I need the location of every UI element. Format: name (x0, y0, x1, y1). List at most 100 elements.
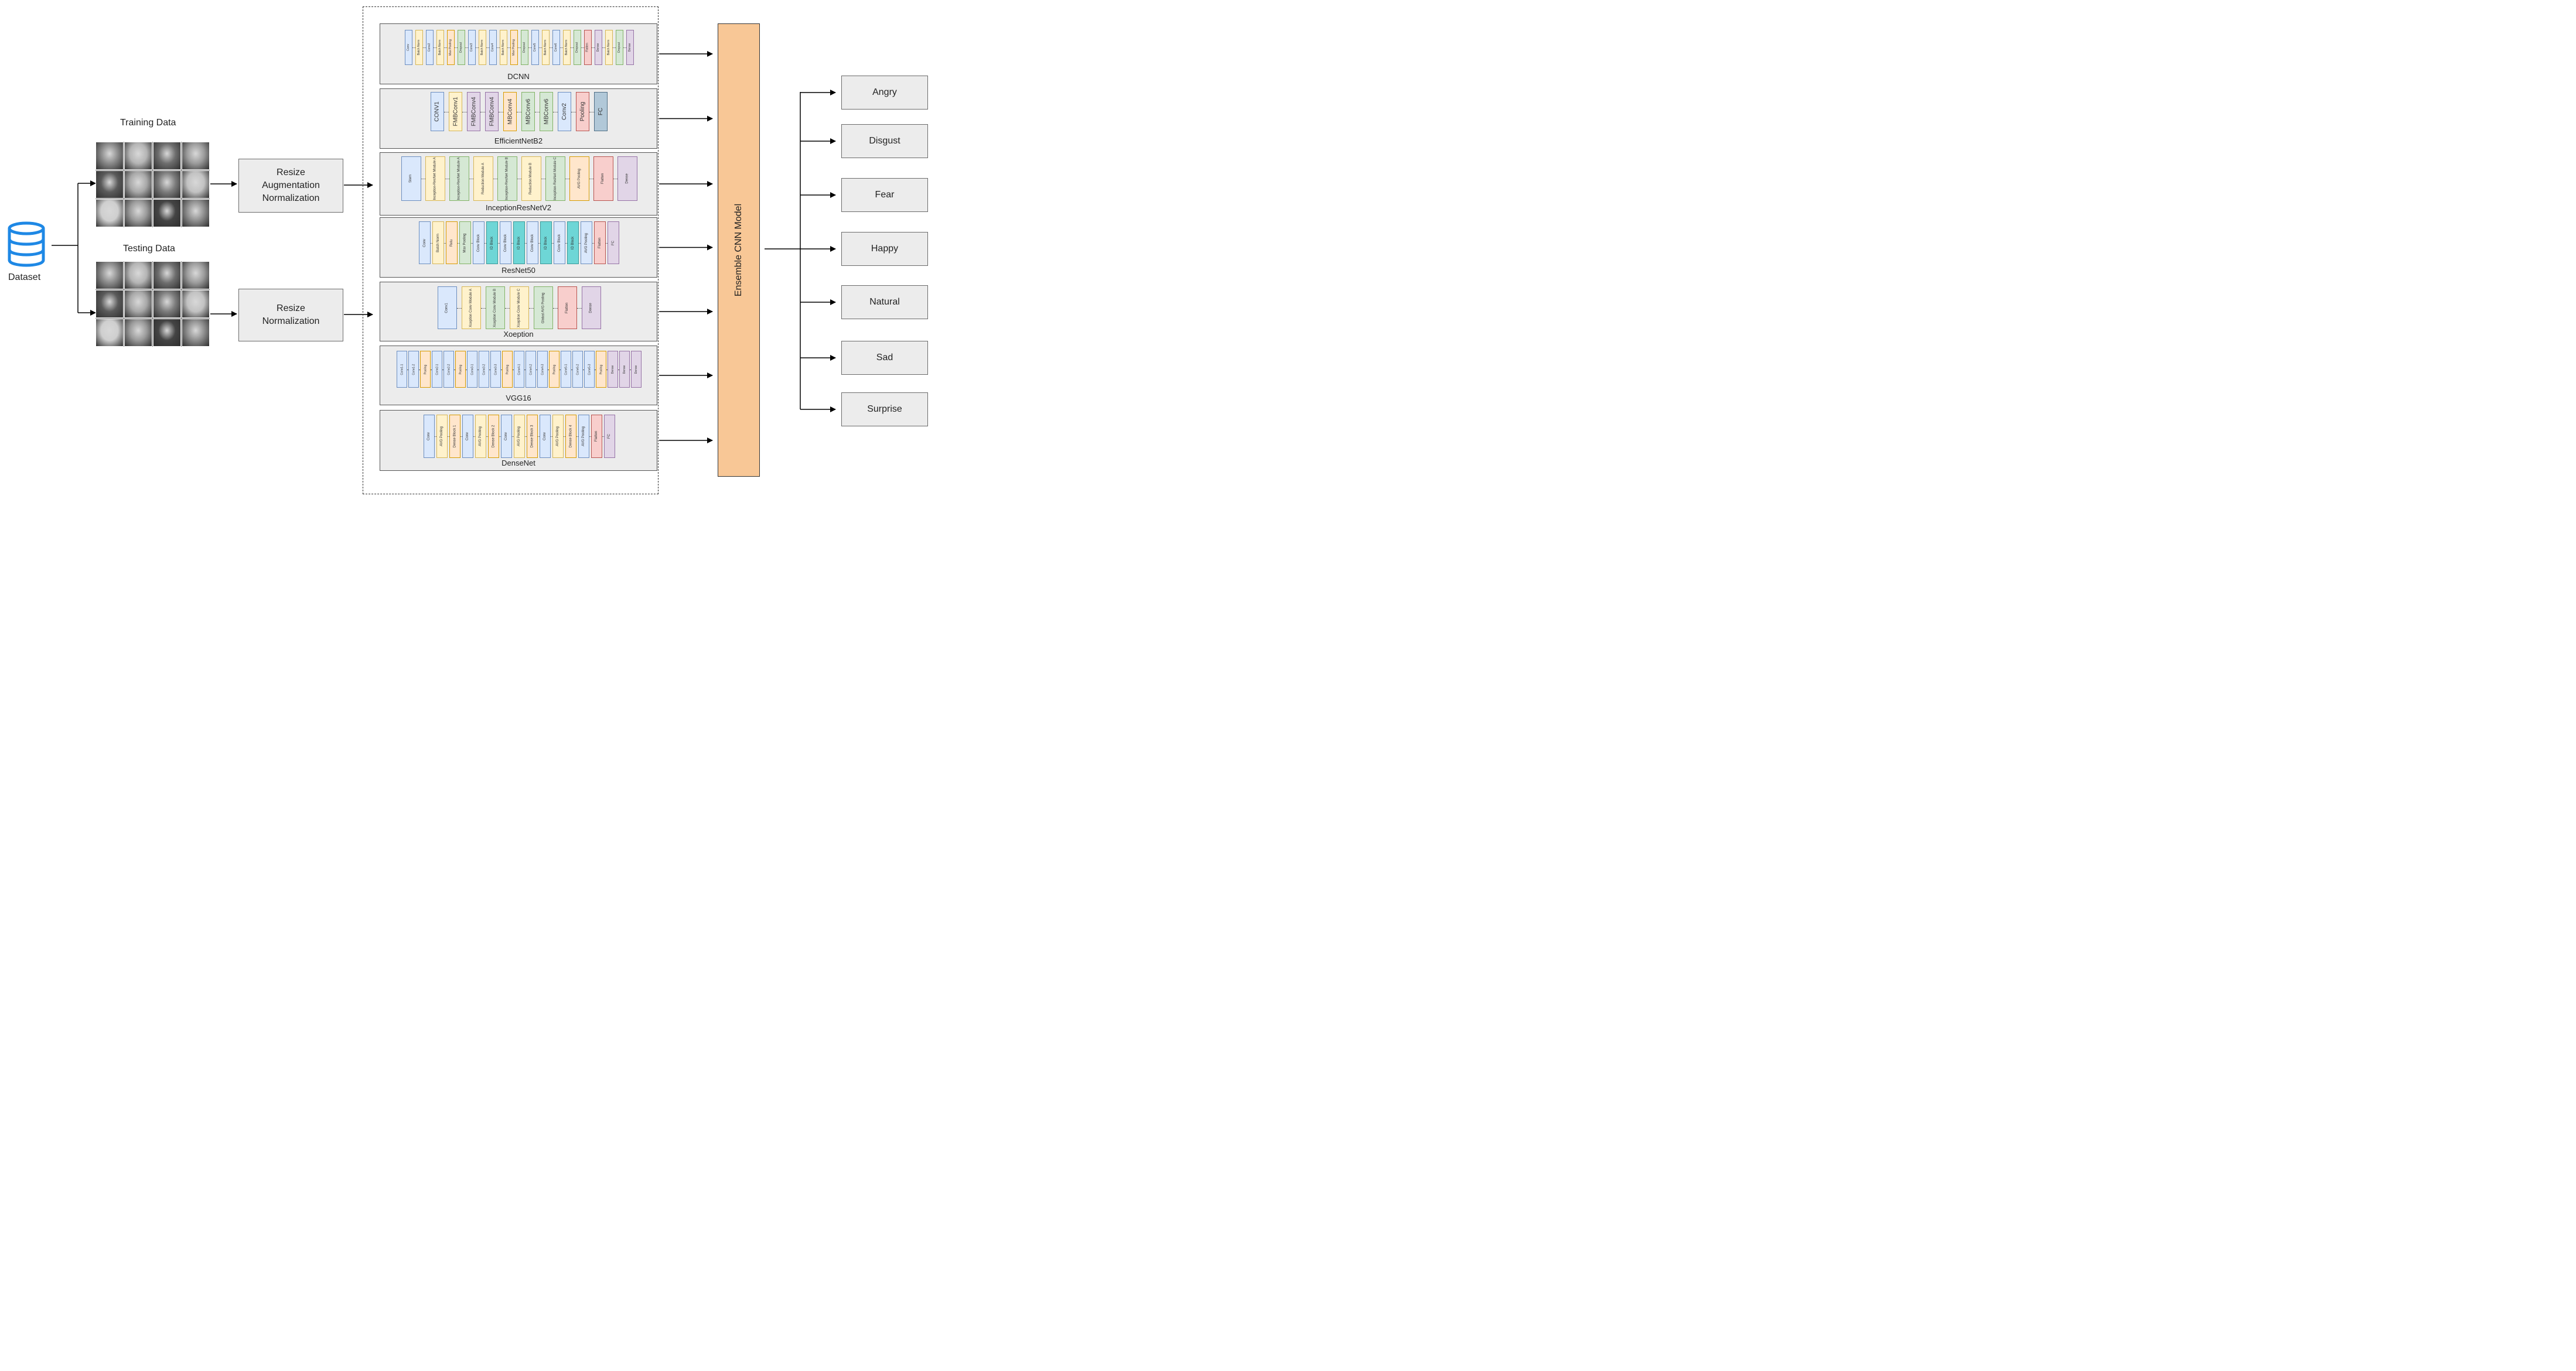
layer-connector (592, 242, 594, 244)
layer-block: Dropout (573, 30, 581, 65)
layer-connector (456, 307, 462, 309)
layer-label: Max Pooling (512, 39, 516, 56)
layer-label: Conv3-3 (494, 364, 497, 375)
layer-block: Conv4-3 (537, 351, 548, 388)
layer-connector (475, 47, 479, 48)
layer-block: Pooling (455, 351, 466, 388)
layer-block: Max Pooling (510, 30, 518, 65)
layer-block: Conv3 (468, 30, 476, 65)
layer-block: Inception-ResNet Module A (425, 156, 445, 201)
layer-block: Xception Conv Module B (485, 286, 505, 329)
layer-block: Batch Norm (562, 30, 571, 65)
dataset-split-connector (52, 180, 96, 316)
layer-label: Relu (450, 239, 453, 247)
layer-connector (565, 242, 567, 244)
layer-connector (433, 47, 436, 48)
layer-connector (458, 242, 459, 244)
layer-connector (549, 47, 552, 48)
layer-label: FMBConv4 (470, 97, 477, 126)
preprocess-train-line-1: Resize (277, 167, 305, 177)
layer-block: Batch Norm (432, 221, 444, 264)
emotion-box-happy: Happy (841, 232, 928, 266)
face-thumbnail (153, 261, 181, 289)
layer-block: Dense (617, 156, 637, 201)
layer-label: Pooling (579, 101, 586, 122)
layer-block: Dense (594, 30, 602, 65)
layer-block: Dropout (615, 30, 623, 65)
layer-label: Conv5 (533, 43, 537, 52)
layer-label: MBConv4 (507, 98, 513, 125)
layer-connector (537, 436, 540, 437)
layer-connector (517, 47, 521, 48)
layer-label: Flatten (601, 173, 605, 184)
layer-label: ID Block (571, 236, 575, 249)
training-data-title: Training Data (120, 118, 176, 128)
layer-label: AVG Pooling (585, 233, 589, 253)
layer-block: ID Block (567, 221, 579, 264)
layer-block: Batch Norm (415, 30, 423, 65)
layer-label: Dense (628, 43, 632, 52)
layer-label: Conv (504, 432, 508, 441)
layer-block: FMBConv1 (449, 92, 462, 131)
layer-label: Conv5-1 (564, 364, 568, 375)
layer-block: Conv5-2 (572, 351, 583, 388)
layer-block: Stem (401, 156, 421, 201)
layer-label: Conv (422, 238, 427, 247)
layer-label: Conv4-1 (517, 364, 521, 375)
layer-label: Conv4 (491, 43, 495, 52)
layer-connector (499, 436, 501, 437)
layer-label: Batch Norm (436, 233, 440, 252)
face-thumbnail (124, 290, 152, 318)
layer-connector (576, 307, 582, 309)
layer-block: Pooling (502, 351, 513, 388)
layer-label: Batch Norm (501, 39, 505, 56)
layer-block: Max Pooling (446, 30, 455, 65)
face-thumbnail (182, 290, 210, 318)
layer-label: Flatten (586, 43, 590, 52)
layer-label: Global AVG Pooling (541, 292, 545, 323)
layer-label: Inception-ResNet Module A (457, 157, 461, 200)
layer-connector (498, 242, 500, 244)
layer-label: Conv (465, 432, 469, 441)
layer-block: Dense (581, 286, 601, 329)
layer-label: Inception-ResNet Module B (505, 157, 509, 200)
layer-block: Conv2-2 (443, 351, 454, 388)
face-thumbnail (95, 319, 124, 347)
face-thumbnail (182, 142, 210, 170)
layer-label: Conv Block (477, 234, 481, 252)
model-panel-inceptionresnetv2: Stem Inception-ResNet Module A Inception-R… (380, 152, 657, 216)
layer-block: Flatten (594, 221, 606, 264)
layer-label: Pooling (506, 364, 509, 374)
layer-label: Xception Conv Module A (469, 288, 473, 327)
layer-label: Conv6 (554, 43, 558, 52)
layer-connector (528, 307, 534, 309)
layer-block: FMBConv4 (485, 92, 499, 131)
layer-label: Conv5-3 (588, 364, 591, 375)
layer-label: Pooling (424, 364, 427, 374)
face-thumbnail (95, 142, 124, 170)
layer-block: Conv1 (437, 286, 457, 329)
model-panel-xoeption: Conv1 Xception Conv Module A Xception Conv… (380, 282, 657, 341)
layer-label: Stem (409, 174, 413, 183)
layer-label: Conv Block (531, 234, 535, 252)
layer-connector (444, 242, 446, 244)
layer-block: Conv3-3 (490, 351, 501, 388)
layer-block: Conv2 (558, 92, 571, 131)
layer-connector (443, 47, 447, 48)
model-name: EfficientNetB2 (494, 136, 543, 145)
layer-block: AVG Pooling (552, 415, 564, 458)
layer-label: Dense Block 3 (530, 425, 534, 448)
emotion-label: Angry (872, 87, 897, 97)
emotion-label: Surprise (867, 404, 902, 414)
layer-label: Dense (622, 365, 626, 374)
layer-block: Conv4-2 (526, 351, 536, 388)
emotion-box-disgust: Disgust (841, 124, 928, 158)
layer-label: FC (612, 240, 615, 245)
layer-block: MBConv6 (521, 92, 535, 131)
layer-label: Reduction Module B (529, 162, 533, 195)
layer-label: Xception Conv Module B (493, 288, 497, 327)
layer-block: FC (594, 92, 608, 131)
